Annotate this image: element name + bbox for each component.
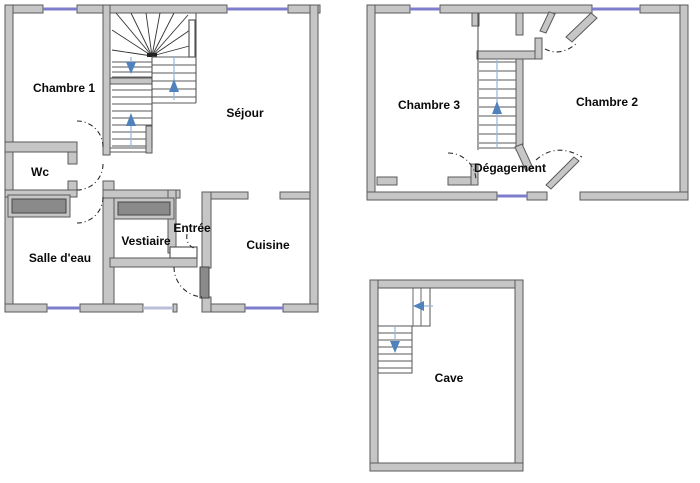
salle-deau-closet bbox=[7, 194, 71, 218]
ground-floor-door-arcs bbox=[76, 120, 205, 298]
vestiaire-closet bbox=[113, 197, 175, 220]
room-label-chambre3: Chambre 3 bbox=[398, 98, 460, 112]
room-label-sejour: Séjour bbox=[226, 106, 264, 120]
chambre1-door-arc bbox=[76, 120, 104, 148]
ground-floor-plan: Chambre 1 Séjour Wc Salle d'eau Vestiair… bbox=[4, 4, 321, 313]
stair-down-arrow-icon bbox=[390, 341, 400, 353]
stair-right-flight bbox=[151, 13, 197, 148]
stair-up-arrow-icon bbox=[169, 79, 179, 92]
room-label-chambre2: Chambre 2 bbox=[576, 95, 638, 109]
basement-walls bbox=[369, 279, 524, 472]
chambre2-bottom-door-arc bbox=[535, 149, 583, 161]
salle-deau-door-arc bbox=[76, 196, 104, 224]
stair-left-flights bbox=[110, 57, 152, 153]
stair-left-arrow-icon bbox=[413, 301, 424, 311]
first-floor-windows bbox=[410, 7, 640, 198]
ground-floor-labels: Chambre 1 Séjour Wc Salle d'eau Vestiair… bbox=[29, 81, 290, 265]
room-label-entree: Entrée bbox=[173, 221, 211, 235]
basement-staircase bbox=[377, 287, 433, 374]
chambre2-bottom-door-leaf bbox=[545, 156, 580, 190]
wc-door-arc bbox=[76, 163, 104, 191]
room-label-cave: Cave bbox=[435, 371, 464, 385]
room-label-wc: Wc bbox=[31, 165, 49, 179]
entrance-step bbox=[169, 246, 198, 259]
ground-floor-walls bbox=[4, 4, 321, 313]
first-floor-labels: Chambre 3 Chambre 2 Dégagement bbox=[398, 95, 638, 175]
chambre2-top-door-leaf bbox=[539, 11, 556, 34]
stair-down-arrow-icon bbox=[126, 62, 136, 74]
stair-winder-fan bbox=[111, 12, 196, 58]
room-label-cuisine: Cuisine bbox=[246, 238, 290, 252]
basement-labels: Cave bbox=[435, 371, 464, 385]
chambre3-door-arc bbox=[447, 152, 477, 182]
stair-up-arrow-icon bbox=[126, 113, 136, 126]
basement-plan: Cave bbox=[369, 279, 524, 472]
chambre2-top-door-arc bbox=[544, 42, 578, 53]
first-floor-staircase bbox=[477, 13, 516, 150]
first-floor-door-arcs bbox=[447, 42, 583, 182]
room-label-chambre1: Chambre 1 bbox=[33, 81, 95, 95]
ground-floor-staircase bbox=[110, 12, 197, 153]
ground-floor-windows bbox=[43, 7, 288, 310]
first-floor-walls bbox=[366, 4, 689, 201]
room-label-vestiaire: Vestiaire bbox=[121, 234, 171, 248]
stair-up-arrow-icon bbox=[492, 101, 502, 114]
front-door-panel bbox=[199, 266, 210, 299]
entree-door-arc bbox=[186, 233, 197, 250]
room-label-degagement: Dégagement bbox=[474, 161, 546, 175]
room-label-salle-deau: Salle d'eau bbox=[29, 251, 91, 265]
first-floor-plan: Chambre 3 Chambre 2 Dégagement bbox=[366, 4, 689, 201]
